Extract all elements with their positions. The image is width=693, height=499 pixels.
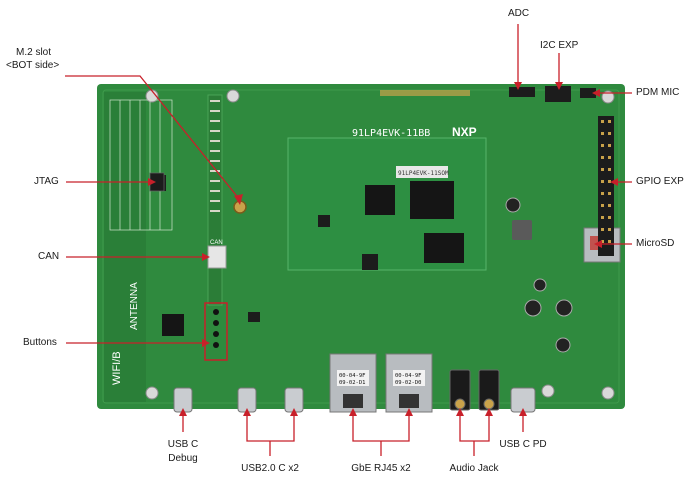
rj45-tag-2b: 09-02-D0 [395, 380, 422, 386]
button-array [204, 302, 228, 361]
label-usb-c-debug-1: USB C [167, 439, 199, 450]
capacitors [505, 197, 573, 353]
label-can: CAN [38, 251, 60, 262]
label-usb-c-debug-2: Debug [168, 453, 198, 464]
label-gbe-rj45-x2: GbE RJ45 x2 [351, 463, 411, 474]
memory-chip [424, 233, 464, 263]
som-label [396, 166, 448, 178]
rj45-tag-1a: 00-04-9F [339, 373, 366, 379]
silk-antenna: ANTENNA [129, 282, 140, 330]
can-connector [207, 245, 227, 269]
label-adc: ADC [508, 8, 530, 19]
silk-som: 91LP4EVK-11SOM [398, 170, 449, 177]
label-m2-slot-2: <BOT side> [6, 60, 60, 71]
label-gpio-exp: GPIO EXP [636, 176, 684, 187]
callout-lines [65, 24, 632, 456]
label-microsd: MicroSD [636, 238, 675, 249]
label-m2-slot-1: M.2 slot [16, 47, 52, 58]
silk-can: CAN [210, 240, 223, 246]
rj45-tag-2a: 00-04-9F [395, 373, 422, 379]
pdm-mic-header [580, 88, 596, 98]
small-ic [162, 314, 184, 336]
label-usb20-c-x2: USB2.0 C x2 [241, 463, 299, 474]
label-i2c-exp: I2C EXP [540, 40, 579, 51]
label-buttons: Buttons [23, 337, 57, 348]
usb-c-connectors [173, 387, 536, 413]
audio-jacks [449, 369, 500, 411]
adc-header [509, 87, 535, 97]
gpio-header [598, 116, 614, 256]
brand-logo: NXP [452, 125, 477, 139]
rj45-tag-1b: 09-02-D1 [339, 380, 366, 386]
antenna-area [104, 92, 146, 402]
label-jtag: JTAG [34, 176, 59, 187]
label-audio-jack: Audio Jack [449, 463, 499, 474]
silk-table [109, 99, 173, 231]
silk-model: 91LP4EVK-11BB [352, 128, 430, 139]
label-pdm-mic: PDM MIC [636, 87, 680, 98]
i2c-header [545, 86, 571, 102]
callout-arrowheads [148, 82, 618, 416]
processor-chip [410, 181, 454, 219]
rj45-jacks [329, 353, 433, 413]
silk-wifi: WIFI/B [111, 351, 123, 385]
label-usb-c-pd: USB C PD [499, 439, 547, 450]
